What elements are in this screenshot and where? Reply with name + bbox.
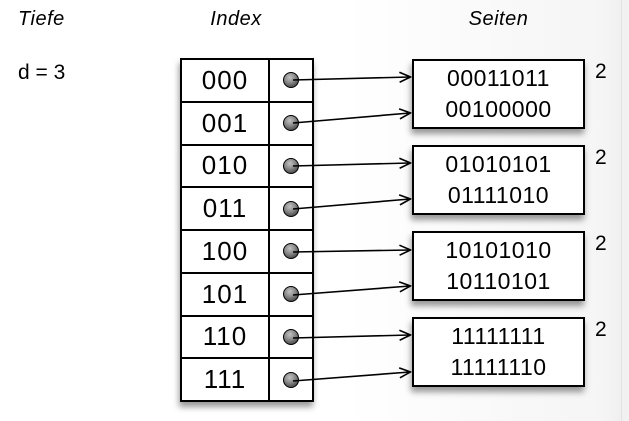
index-cell-label: 000 — [182, 60, 270, 101]
page-entry: 01111010 — [447, 182, 550, 208]
pointer-dot-icon — [283, 72, 299, 89]
depth-value: d = 3 — [18, 61, 66, 84]
page-entry: 00100000 — [445, 96, 552, 122]
pointer-cell — [270, 188, 312, 229]
index-cell-label: 110 — [182, 316, 270, 358]
depth-header: Tiefe — [18, 8, 65, 30]
page-entry: 00011011 — [447, 65, 550, 91]
page-entry: 11111111 — [451, 323, 546, 349]
index-row: 111 — [182, 359, 312, 400]
index-row: 001 — [182, 102, 312, 146]
page-entry: 11111110 — [450, 354, 547, 380]
index-cell-label: 011 — [182, 188, 270, 229]
page-edge — [621, 0, 629, 421]
pointer-dot-icon — [283, 286, 299, 303]
pointer-dot-icon — [283, 115, 299, 132]
index-row: 101 — [182, 273, 312, 317]
page-box: 10101010 10110101 — [412, 231, 585, 301]
local-depth-badge: 2 — [595, 146, 607, 169]
page-box: 00011011 00100000 — [412, 59, 585, 129]
index-row: 100 — [182, 231, 312, 274]
pointer-cell — [270, 146, 312, 187]
pages-header: Seiten — [468, 8, 529, 30]
local-depth-badge: 2 — [595, 318, 607, 341]
page-entry: 01010101 — [445, 151, 552, 177]
page-box: 01010101 01111010 — [412, 145, 585, 215]
index-cell-label: 100 — [182, 231, 270, 272]
page-entry: 10101010 — [445, 237, 552, 263]
index-row: 110 — [182, 316, 312, 360]
pointer-dot-icon — [283, 371, 299, 388]
pointer-cell — [270, 359, 312, 400]
pointer-dot-icon — [283, 157, 299, 174]
page-entry: 10110101 — [446, 268, 551, 294]
pointer-cell — [270, 60, 312, 101]
index-row: 011 — [182, 188, 312, 231]
local-depth-badge: 2 — [595, 60, 607, 83]
index-cell-label: 101 — [182, 273, 270, 315]
index-header: Index — [210, 8, 262, 30]
pointer-cell — [270, 274, 312, 315]
pointer-cell — [270, 103, 312, 144]
index-row: 010 — [182, 145, 312, 189]
index-row: 000 — [182, 60, 312, 103]
page-box: 11111111 11111110 — [412, 317, 585, 387]
pointer-dot-icon — [283, 328, 299, 345]
pointer-cell — [270, 317, 312, 358]
pointer-dot-icon — [283, 200, 299, 217]
pointer-cell — [270, 231, 312, 272]
pointer-dot-icon — [283, 243, 299, 260]
index-table: 000 001 010 011 100 101 110 111 — [180, 58, 314, 402]
index-cell-label: 111 — [182, 359, 270, 400]
local-depth-badge: 2 — [595, 232, 607, 255]
index-cell-label: 010 — [182, 145, 270, 187]
index-cell-label: 001 — [182, 102, 270, 144]
